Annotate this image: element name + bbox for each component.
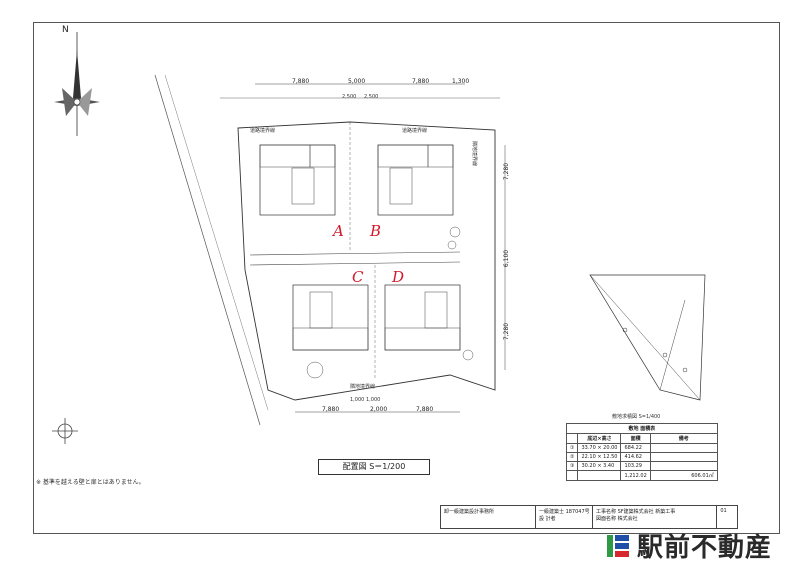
brand-text: 駅前不動産 [637, 533, 773, 563]
dim-top-sub-1: 2,500 [342, 94, 357, 100]
road-label-2: 道路境界線 [402, 128, 428, 134]
area-header [565, 433, 579, 444]
area-table-title: 敷地 面積表 [566, 423, 718, 434]
lot-letter-c: C [352, 268, 364, 286]
site-plan [154, 74, 506, 426]
dim-right-1: 7,280 [503, 162, 511, 181]
site-area-sketch [589, 274, 706, 401]
road-label-1: 道路境界線 [250, 128, 276, 134]
site-sketch-caption: 敷地求積図 S=1/400 [612, 414, 661, 420]
title-cell-project: 工事名称 SF建築株式会社 新築工事 図面名称 株式会社 [593, 506, 718, 528]
plan-title: 配置図 S＝1/200 [318, 459, 430, 475]
dim-bottom-sub-1: 1,000 [350, 397, 365, 403]
lot-letter-b: B [370, 222, 382, 240]
north-label: N [62, 25, 69, 35]
dim-top-3: 7,880 [412, 78, 430, 85]
drawing-sheet [33, 22, 780, 534]
dim-top-sub-2: 2,500 [364, 94, 379, 100]
road-label-4: 隣地境界線 [471, 140, 478, 167]
dim-top-1: 7,880 [292, 78, 310, 85]
dim-bottom-sub-2: 1,000 [366, 397, 381, 403]
brand-mark-icon [607, 534, 629, 557]
title-block: 卸一級建築設計事務所 一級建築士 187047号 設 計者 工事名称 SF建築株… [440, 505, 738, 529]
dim-right-2: 6,100 [503, 249, 511, 268]
dim-top-4: 1,300 [452, 78, 470, 85]
note-text: ※ 基準を越える壁と扉とはありません。 [36, 479, 145, 486]
compass-icon [52, 418, 78, 444]
area-header: 備考 [649, 433, 718, 444]
area-header: 底辺×高さ [577, 433, 622, 444]
lot-letter-d: D [392, 268, 405, 286]
area-header: 面積 [620, 433, 651, 444]
lot-letter-a: A [333, 222, 344, 240]
dim-top-2: 5,000 [348, 78, 366, 85]
title-cell-designer: 一級建築士 187047号 設 計者 [536, 506, 593, 528]
dim-bottom-3: 7,880 [416, 406, 434, 413]
title-cell: 卸一級建築設計事務所 [441, 506, 536, 528]
title-cell-sheet: 01 [720, 508, 727, 514]
dim-bottom-1: 7,880 [322, 406, 340, 413]
north-arrow-icon [54, 32, 100, 136]
brand-logo: 駅前不動産 [605, 527, 772, 564]
dim-bottom-2: 2,000 [370, 406, 388, 413]
dim-right-3: 7,280 [503, 322, 511, 341]
road-label-3: 隣地境界線 [350, 384, 376, 390]
